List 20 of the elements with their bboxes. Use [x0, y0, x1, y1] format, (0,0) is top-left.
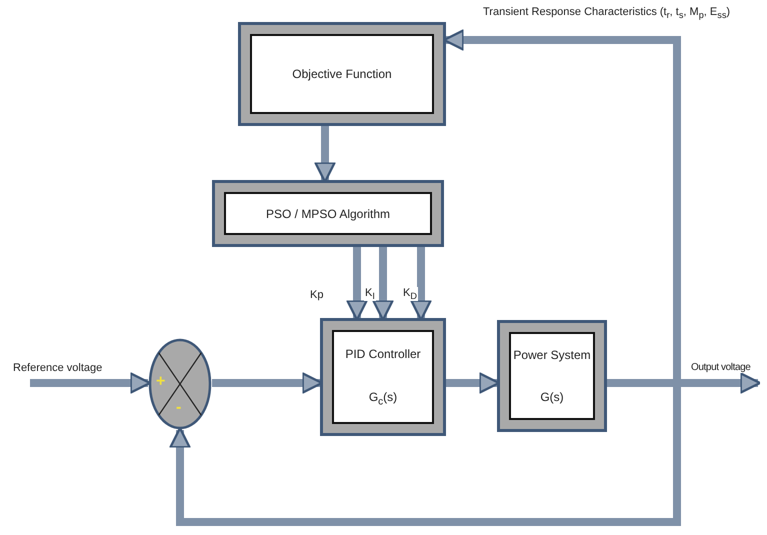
edge-label: Reference voltage [12, 362, 104, 374]
edge-label: Kp [309, 289, 324, 301]
block-text: Objective Function [292, 67, 392, 81]
summing-junction [148, 338, 212, 430]
block-text: Power System [513, 348, 591, 362]
arrow [30, 372, 152, 394]
sign-label: - [176, 400, 182, 416]
process-block [320, 318, 446, 436]
block-text: PID Controller [345, 346, 421, 361]
edge-label: Output voltage [690, 362, 752, 373]
process-block [212, 180, 444, 247]
block-text: G(s) [540, 390, 564, 404]
sign-label: + [156, 374, 166, 390]
edge-label: K$_{I}$ [364, 287, 376, 302]
block-text: PSO / MPSO Algorithm [266, 206, 390, 220]
process-block [238, 22, 446, 126]
edge-label: K$_{D}$ [402, 287, 418, 302]
edge-label: Transient Response Characteristics (t$_{r}$, t$_{s}$, M$_{p}$, E$_{ss}$) [482, 6, 732, 20]
block-text: G$_{c}$(s) [368, 390, 398, 408]
process-block [497, 320, 607, 432]
